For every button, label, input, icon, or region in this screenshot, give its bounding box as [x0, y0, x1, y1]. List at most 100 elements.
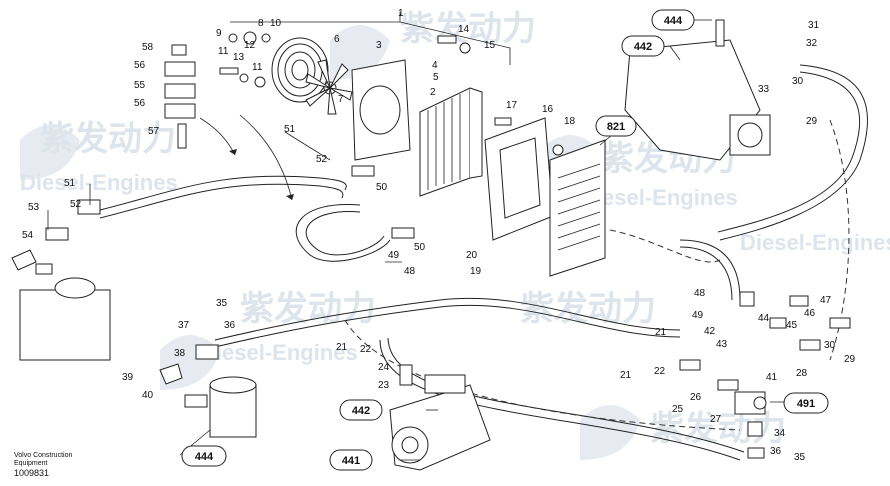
- callout-label: 38: [174, 348, 186, 359]
- callout-label: 21: [620, 370, 632, 381]
- callout-label: 2: [430, 87, 436, 98]
- callout-label: 9: [216, 28, 222, 39]
- callout-label: 29: [806, 116, 818, 127]
- ref-tag-text: 441: [342, 455, 360, 467]
- callout-label: 49: [388, 250, 400, 261]
- callout-label: 35: [794, 452, 806, 463]
- ref-tag-text: 444: [664, 15, 683, 27]
- watermark-brand-en: Diesel-Engines: [200, 340, 358, 365]
- callout-label: 56: [134, 60, 146, 71]
- footer-company-line2: Equipment: [14, 460, 48, 467]
- watermark-brand-en: Diesel-Engines: [740, 230, 890, 255]
- ref-tag-821: 821: [595, 115, 637, 137]
- callout-label: 39: [122, 372, 134, 383]
- callout-label: 7: [338, 94, 344, 105]
- watermark-brand-cn: 紫发动力: [240, 290, 376, 328]
- watermark-brand-cn: 紫发动力: [520, 290, 656, 328]
- ref-tag-442-top: 442: [621, 35, 665, 57]
- drawing-id: 1009831: [14, 468, 50, 478]
- ref-tag-444-bottom: 444: [181, 445, 227, 467]
- ref-tag-441: 441: [329, 449, 373, 471]
- callout-label: 53: [28, 202, 40, 213]
- callout-label: 25: [672, 404, 684, 415]
- callout-label: 48: [404, 266, 416, 277]
- callout-label: 30: [792, 76, 804, 87]
- ref-tag-444-top: 444: [651, 9, 695, 31]
- callout-label: 33: [758, 84, 770, 95]
- callout-label: 52: [316, 154, 328, 165]
- callout-label: 13: [233, 52, 245, 63]
- callout-label: 34: [774, 428, 786, 439]
- callout-label: 44: [758, 313, 770, 324]
- callout-label: 26: [690, 392, 702, 403]
- footer-company-line1: Volvo Construction: [14, 452, 73, 459]
- callout-label: 21: [336, 342, 348, 353]
- watermark-brand-en: Diesel-Engines: [580, 185, 738, 210]
- callout-label: 43: [716, 339, 728, 350]
- callout-label: 17: [506, 100, 518, 111]
- callout-label: 14: [458, 24, 470, 35]
- callout-label: 16: [542, 104, 554, 115]
- callout-label: 52: [70, 199, 82, 210]
- watermark-brand-en: Diesel-Engines: [20, 170, 178, 195]
- callout-label: 51: [64, 178, 76, 189]
- reference-tags: 444 442 821 442 441 444 491: [181, 9, 829, 471]
- watermark-brand-cn: 紫发动力: [400, 10, 536, 48]
- callout-label: 28: [796, 368, 808, 379]
- ref-tag-442-bottom: 442: [339, 399, 383, 421]
- callout-label: 57: [148, 126, 160, 137]
- callout-label: 10: [270, 18, 282, 29]
- watermark-brand-cn: 紫发动力: [650, 410, 786, 448]
- callout-label: 11: [252, 62, 263, 73]
- callout-label: 47: [820, 295, 832, 306]
- callout-label: 58: [142, 42, 154, 53]
- ref-tag-text: 491: [797, 398, 815, 410]
- callout-label: 31: [808, 20, 820, 31]
- ref-tag-text: 442: [352, 405, 370, 417]
- callout-label: 12: [244, 40, 256, 51]
- callout-label: 22: [360, 344, 372, 355]
- callout-label: 55: [134, 80, 146, 91]
- callout-label: 15: [484, 40, 496, 51]
- callout-label: 40: [142, 390, 154, 401]
- callout-label: 50: [414, 242, 426, 253]
- ref-tag-491: 491: [783, 392, 829, 414]
- callout-label: 46: [804, 308, 816, 319]
- callout-label: 8: [258, 18, 264, 29]
- callout-label: 27: [710, 414, 722, 425]
- callout-label: 5: [433, 72, 439, 83]
- callout-label: 1: [398, 8, 404, 19]
- callout-label: 6: [334, 34, 340, 45]
- callout-label: 35: [216, 298, 228, 309]
- callout-label: 11: [218, 46, 229, 57]
- callout-label: 49: [692, 310, 704, 321]
- callout-label: 30: [824, 340, 836, 351]
- callout-label: 54: [22, 230, 34, 241]
- callout-label: 23: [378, 380, 390, 391]
- callout-label: 22: [654, 366, 666, 377]
- callout-labels: 1 2 3 4 5 6 7 8 9 10 11 11 12 13 14 15 1…: [22, 8, 856, 463]
- callout-label: 29: [844, 354, 856, 365]
- callout-label: 45: [786, 320, 798, 331]
- callout-label: 37: [178, 320, 190, 331]
- callout-label: 42: [704, 326, 716, 337]
- callout-label: 24: [378, 362, 390, 373]
- watermark-brand-cn: 紫发动力: [40, 120, 176, 158]
- callout-label: 4: [432, 60, 438, 71]
- callout-label: 48: [694, 288, 706, 299]
- callout-label: 19: [470, 266, 482, 277]
- callout-label: 50: [376, 182, 388, 193]
- callout-label: 18: [564, 116, 576, 127]
- ref-tag-text: 821: [607, 121, 625, 133]
- watermark: 紫发动力 Diesel-Engines 紫发动力 Diesel-Engines …: [20, 10, 890, 460]
- ref-tag-text: 442: [634, 41, 652, 53]
- callout-label: 36: [770, 446, 782, 457]
- callout-label: 41: [766, 372, 778, 383]
- callout-label: 56: [134, 98, 146, 109]
- callout-label: 32: [806, 38, 818, 49]
- drawing: [11, 12, 868, 471]
- callout-label: 51: [284, 124, 296, 135]
- callout-label: 3: [376, 40, 382, 51]
